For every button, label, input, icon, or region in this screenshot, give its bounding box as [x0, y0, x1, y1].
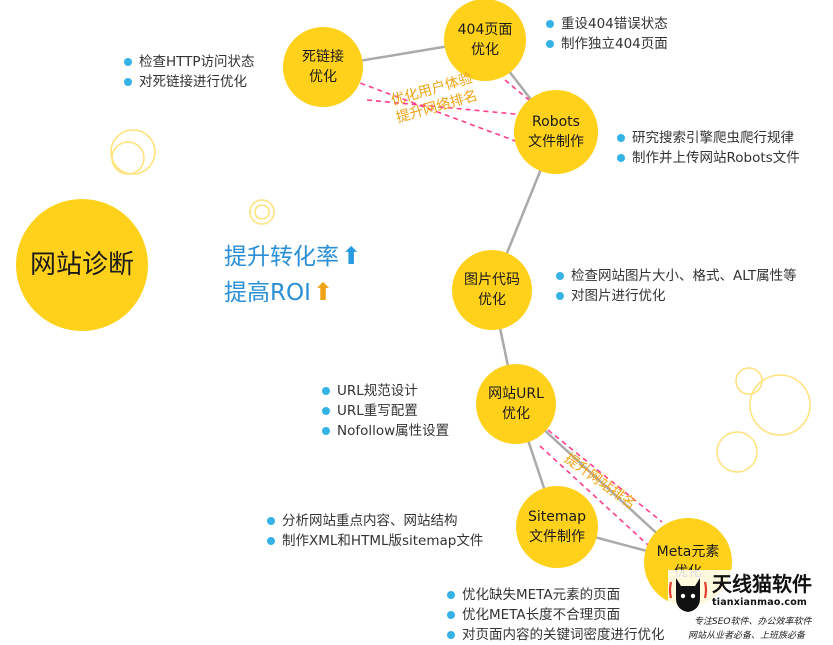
center-node-circle [16, 199, 148, 331]
decorative-ring [735, 367, 763, 395]
bullet-item: URL规范设计 [322, 381, 449, 401]
decorative-ring [749, 374, 811, 436]
slogan-roi: 提高ROI⬆ [224, 276, 333, 309]
bullet-item: 检查网站图片大小、格式、ALT属性等 [556, 266, 797, 286]
dashed-link-line [504, 79, 536, 106]
bullets-meta: 优化缺失META元素的页面 优化META长度不合理页面 对页面内容的关键词密度进… [447, 585, 665, 645]
bullets-image-code: 检查网站图片大小、格式、ALT属性等 对图片进行优化 [556, 266, 797, 306]
decorative-ring [110, 129, 156, 175]
bullet-item: 制作独立404页面 [546, 34, 668, 54]
bullets-404: 重设404错误状态 制作独立404页面 [546, 14, 668, 54]
decorative-rings [110, 129, 811, 473]
brand-domain: tianxianmao.com [712, 597, 808, 608]
bullet-item: 研究搜索引擎爬虫爬行规律 [617, 128, 800, 148]
node-circle-image-code [452, 250, 532, 330]
node-circle-robots [514, 90, 598, 174]
decorative-ring [254, 204, 270, 220]
dashed-link-line [539, 445, 649, 546]
bullet-item: 检查HTTP访问状态 [124, 52, 255, 72]
brand-watermark: 天线猫软件 tianxianmao.com 专注SEO软件、办公效率软件 网站从… [668, 570, 833, 642]
bullet-item: 对死链接进行优化 [124, 72, 255, 92]
bullet-item: 重设404错误状态 [546, 14, 668, 34]
slogan-text: 提高ROI [224, 280, 311, 306]
dashed-link-line [547, 429, 663, 523]
node-circle-dead-links [283, 27, 363, 107]
dashed-links [351, 79, 663, 546]
bullet-item: 优化缺失META元素的页面 [447, 585, 665, 605]
bullet-item: URL重写配置 [322, 401, 449, 421]
bullet-item: 优化META长度不合理页面 [447, 605, 665, 625]
nodes [16, 0, 732, 606]
dashed-link-line [351, 79, 519, 143]
bullet-item: 制作并上传网站Robots文件 [617, 148, 800, 168]
bullets-sitemap: 分析网站重点内容、网站结构 制作XML和HTML版sitemap文件 [267, 511, 483, 551]
decorative-ring [716, 431, 758, 473]
brand-tagline: 网站从业者必备、上班族必备 [688, 631, 806, 641]
bullet-item: 对页面内容的关键词密度进行优化 [447, 625, 665, 645]
node-circle-url [476, 364, 556, 444]
bullet-item: Nofollow属性设置 [322, 421, 449, 441]
brand-tagline: 专注SEO软件、办公效率软件 [694, 617, 812, 627]
up-arrow-icon: ⬆ [312, 278, 333, 306]
bullet-item: 制作XML和HTML版sitemap文件 [267, 531, 483, 551]
slogan-conversion: 提升转化率⬆ [224, 240, 361, 273]
bullets-dead-links: 检查HTTP访问状态 对死链接进行优化 [124, 52, 255, 92]
bullet-item: 分析网站重点内容、网站结构 [267, 511, 483, 531]
brand-name: 天线猫软件 [712, 572, 812, 596]
bullets-robots: 研究搜索引擎爬虫爬行规律 制作并上传网站Robots文件 [617, 128, 800, 168]
bullet-item: 对图片进行优化 [556, 286, 797, 306]
node-circle-sitemap [516, 486, 598, 568]
decorative-ring [249, 199, 275, 225]
node-circle-page-404 [444, 0, 526, 81]
decorative-ring [111, 141, 145, 175]
cat-logo-icon [668, 578, 708, 612]
up-arrow-icon: ⬆ [341, 242, 362, 270]
slogan-text: 提升转化率 [224, 244, 339, 270]
bullets-url: URL规范设计 URL重写配置 Nofollow属性设置 [322, 381, 449, 441]
